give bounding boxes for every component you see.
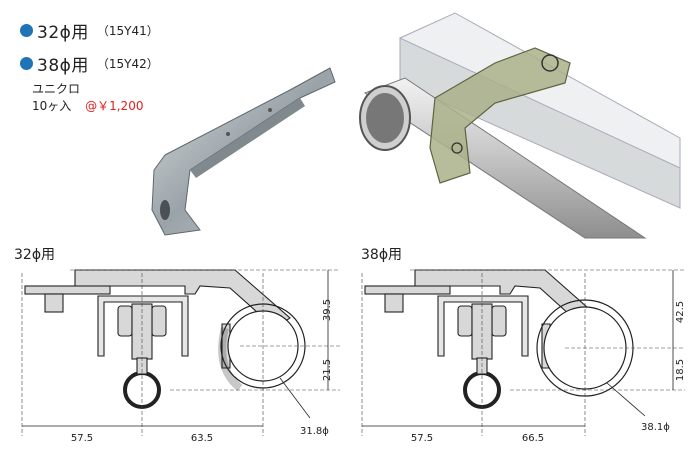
dim-width-right: 66.5	[522, 433, 544, 444]
dim-pipe-diameter: 31.8ϕ	[300, 426, 329, 437]
dim-height-top: 39.5	[322, 299, 333, 321]
diagram-title-32: 32ϕ用	[14, 247, 56, 263]
spec-code: （15Y42）	[96, 57, 159, 71]
bullet-icon	[20, 57, 33, 70]
installation-render	[359, 12, 681, 239]
bracket-photo	[151, 67, 336, 236]
dim-height-mid: 18.5	[675, 359, 686, 381]
price-label: @￥1,200	[85, 99, 144, 113]
quantity-row: 10ヶ入 @￥1,200	[32, 97, 143, 114]
finish-label: ユニクロ	[32, 82, 81, 96]
dim-width-left: 57.5	[71, 433, 93, 444]
spec-size: 32ϕ用	[37, 23, 89, 43]
technical-drawing-32: 39.5 21.5 57.5 63.5 31.8ϕ	[21, 269, 340, 444]
spec-size: 38ϕ用	[37, 56, 89, 76]
dim-height-mid: 21.5	[322, 359, 333, 381]
spec-row-32: 32ϕ用 （15Y41）	[20, 18, 159, 43]
dim-height-top: 42.5	[675, 301, 686, 323]
dim-width-right: 63.5	[191, 433, 213, 444]
spec-code: （15Y41）	[96, 24, 159, 38]
quantity-label: 10ヶ入	[32, 99, 72, 113]
bullet-icon	[20, 24, 33, 37]
technical-drawing-38: 42.5 18.5 57.5 66.5 38.1ϕ	[361, 269, 686, 444]
diagram-title-38: 38ϕ用	[361, 247, 403, 263]
dim-width-left: 57.5	[411, 433, 433, 444]
dim-pipe-diameter: 38.1ϕ	[641, 422, 670, 433]
spec-row-38: 38ϕ用 （15Y42）	[20, 51, 159, 76]
